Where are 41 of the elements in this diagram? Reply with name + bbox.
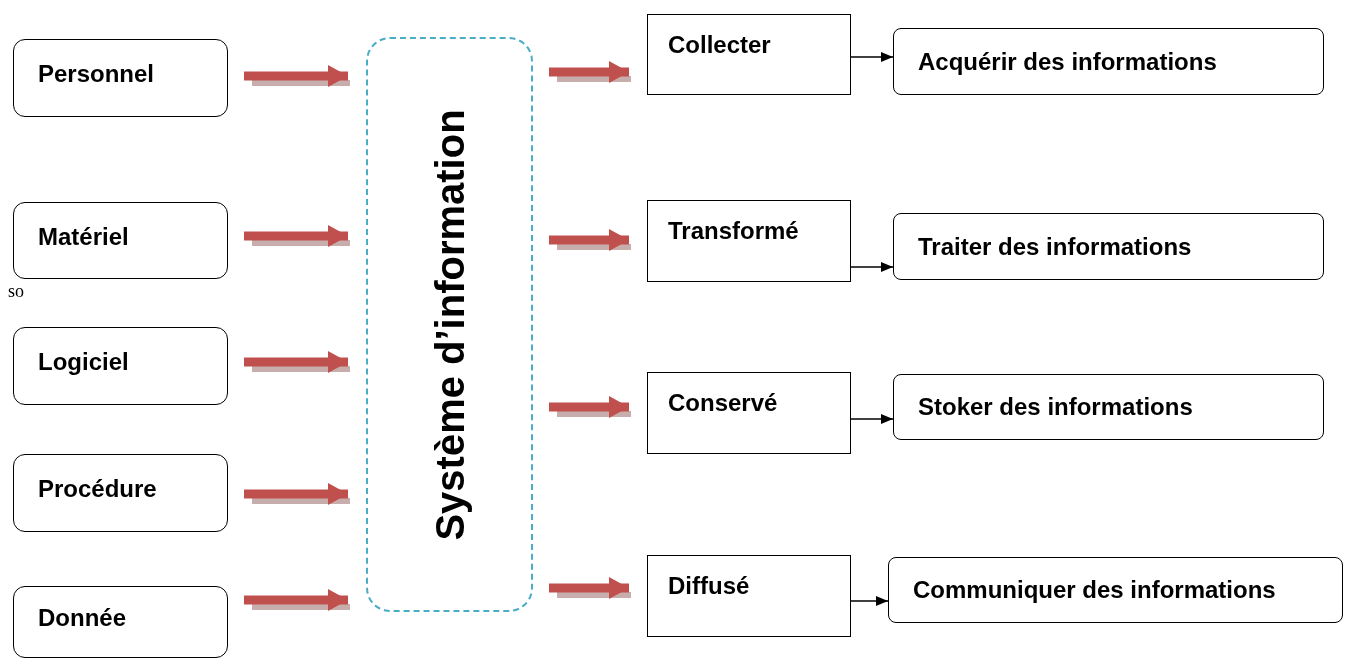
- process-box: [13, 586, 228, 658]
- block-arrow: [244, 225, 350, 247]
- process-box: [647, 372, 851, 454]
- box-label: Diffusé: [668, 571, 751, 601]
- process-box: [893, 213, 1324, 280]
- process-box: [647, 200, 851, 282]
- process-box: [647, 14, 851, 95]
- process-box: [13, 454, 228, 532]
- process-box: [13, 327, 228, 405]
- process-box: [893, 374, 1324, 440]
- box-label: Logiciel: [38, 347, 129, 377]
- box-label: Collecter: [668, 30, 772, 60]
- process-box: [647, 555, 851, 637]
- block-arrow: [549, 61, 631, 83]
- arrow: [850, 52, 894, 62]
- process-box: [888, 557, 1343, 623]
- process-box: [13, 202, 228, 279]
- box-label: Matériel: [38, 221, 129, 252]
- process-box: [13, 39, 228, 117]
- arrow: [850, 596, 889, 606]
- block-arrow: [244, 65, 350, 87]
- box-label: Traiter des informations: [918, 231, 1192, 262]
- block-arrow: [549, 229, 631, 251]
- block-arrow: [244, 589, 350, 611]
- block-arrow: [549, 577, 631, 599]
- box-label: Transformé: [668, 216, 800, 246]
- vertical-title: Système d’information: [426, 108, 473, 541]
- box-label: Communiquer des informations: [913, 575, 1276, 605]
- box-label: Donnée: [38, 603, 126, 633]
- process-box: [893, 28, 1324, 95]
- arrow: [850, 262, 894, 272]
- block-arrow: [549, 396, 631, 418]
- arrow: [850, 414, 894, 424]
- block-arrow: [244, 483, 350, 505]
- box-label: Personnel: [38, 59, 155, 89]
- block-arrow: [244, 351, 350, 373]
- box-label: Procédure: [38, 474, 157, 504]
- box-label: Acquérir des informations: [918, 46, 1217, 77]
- box-label: Conservé: [668, 388, 779, 418]
- dashed-system-box: [366, 37, 533, 612]
- box-label: Stoker des informations: [918, 392, 1193, 422]
